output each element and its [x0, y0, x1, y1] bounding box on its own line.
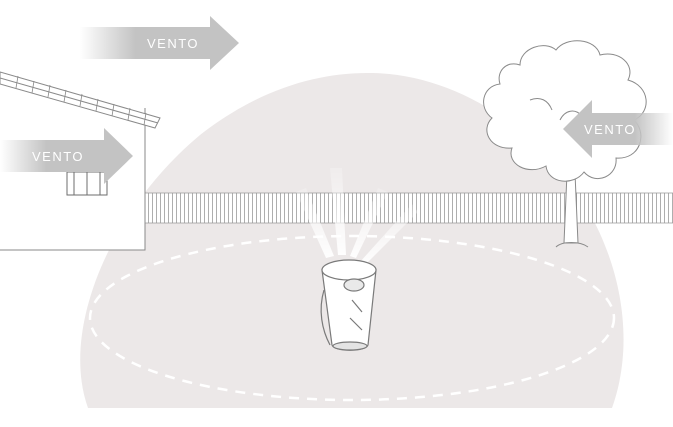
wind-label-top: VENTO: [147, 36, 199, 51]
wind-arrow-top: VENTO: [80, 16, 239, 70]
wind-label-right: VENTO: [584, 122, 636, 137]
wind-label-left: VENTO: [32, 149, 84, 164]
